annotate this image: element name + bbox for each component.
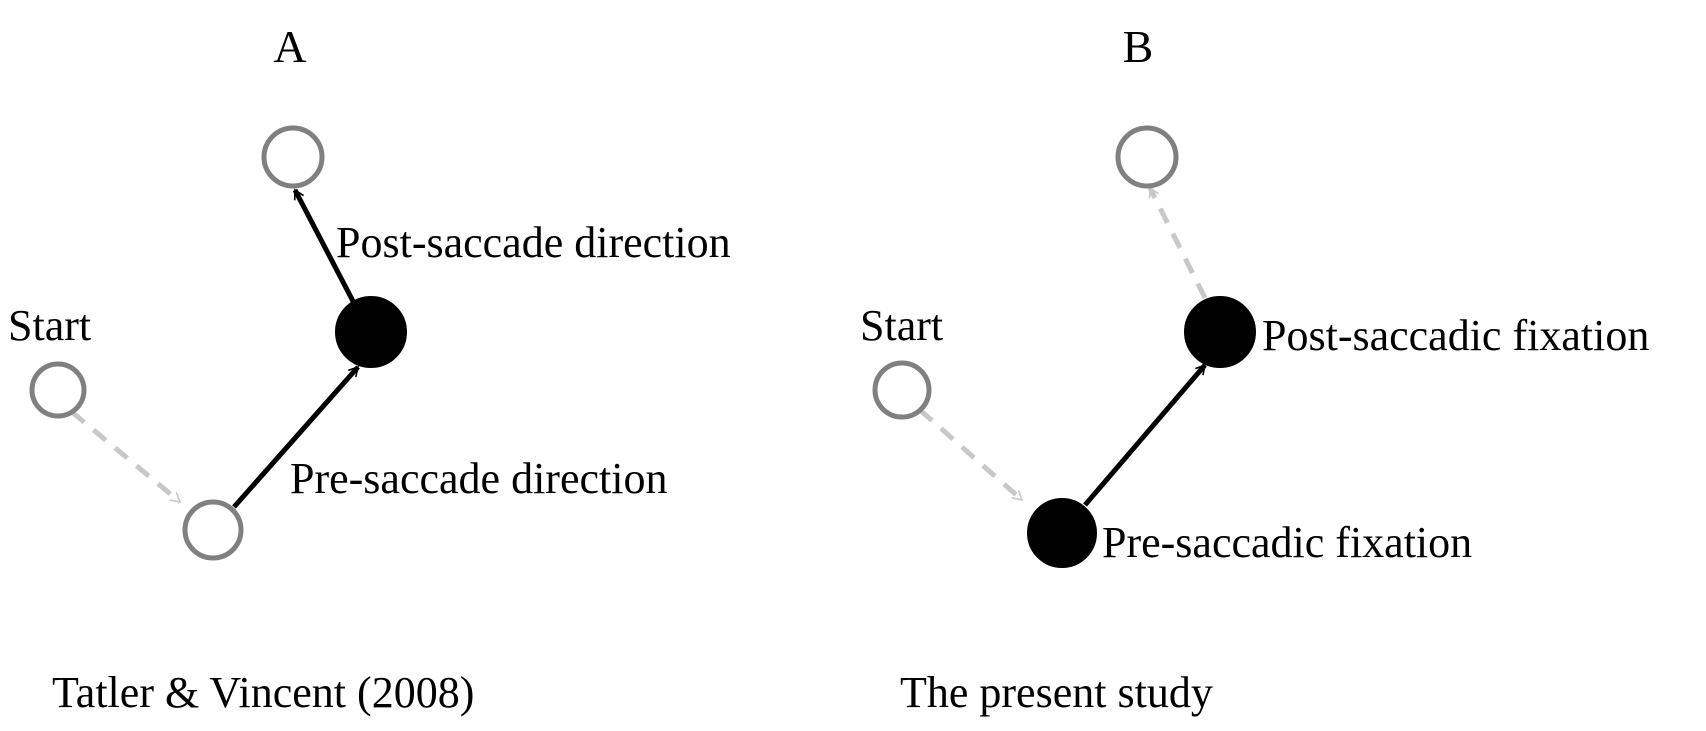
panel-b-next-node (1115, 125, 1179, 189)
panel-b-post-to-next-arrow (1147, 186, 1208, 300)
panel-b-pre-saccadic-fixation-node (1027, 498, 1097, 568)
panel-a-letter: A (273, 21, 306, 72)
panel-a-pre-saccade-arrow (232, 365, 360, 509)
panel-b-post-label: Post-saccadic fixation (1262, 311, 1649, 360)
panel-b-start-label: Start (860, 301, 943, 350)
panel-a-pre-node (182, 499, 244, 561)
panel-a-post-saccade-arrow (292, 188, 358, 307)
panel-b-pre-label: Pre-saccadic fixation (1102, 518, 1472, 567)
panel-b-caption: The present study (900, 668, 1213, 717)
panel-a-current-fixation-node (335, 296, 407, 368)
panel-b-saccade-arrow (1083, 363, 1207, 507)
panel-a-start-label: Start (8, 301, 91, 350)
panel-a-caption: Tatler & Vincent (2008) (52, 668, 474, 717)
panel-b: B Start Post-saccadic fixation Pre-sacca… (860, 21, 1649, 717)
panel-a-start-to-pre-arrow (70, 410, 182, 504)
panel-a: A Start Post-saccade direction Pre-sacca… (8, 21, 731, 717)
panel-b-letter: B (1123, 21, 1154, 72)
panel-b-start-to-pre-arrow (918, 408, 1024, 502)
panel-b-post-saccadic-fixation-node (1184, 296, 1256, 368)
panel-a-pre-label: Pre-saccade direction (290, 454, 667, 503)
panel-a-start-node (29, 361, 87, 419)
panel-a-post-label: Post-saccade direction (336, 218, 731, 267)
panel-a-next-node (261, 125, 325, 189)
panel-b-start-node (872, 360, 932, 420)
